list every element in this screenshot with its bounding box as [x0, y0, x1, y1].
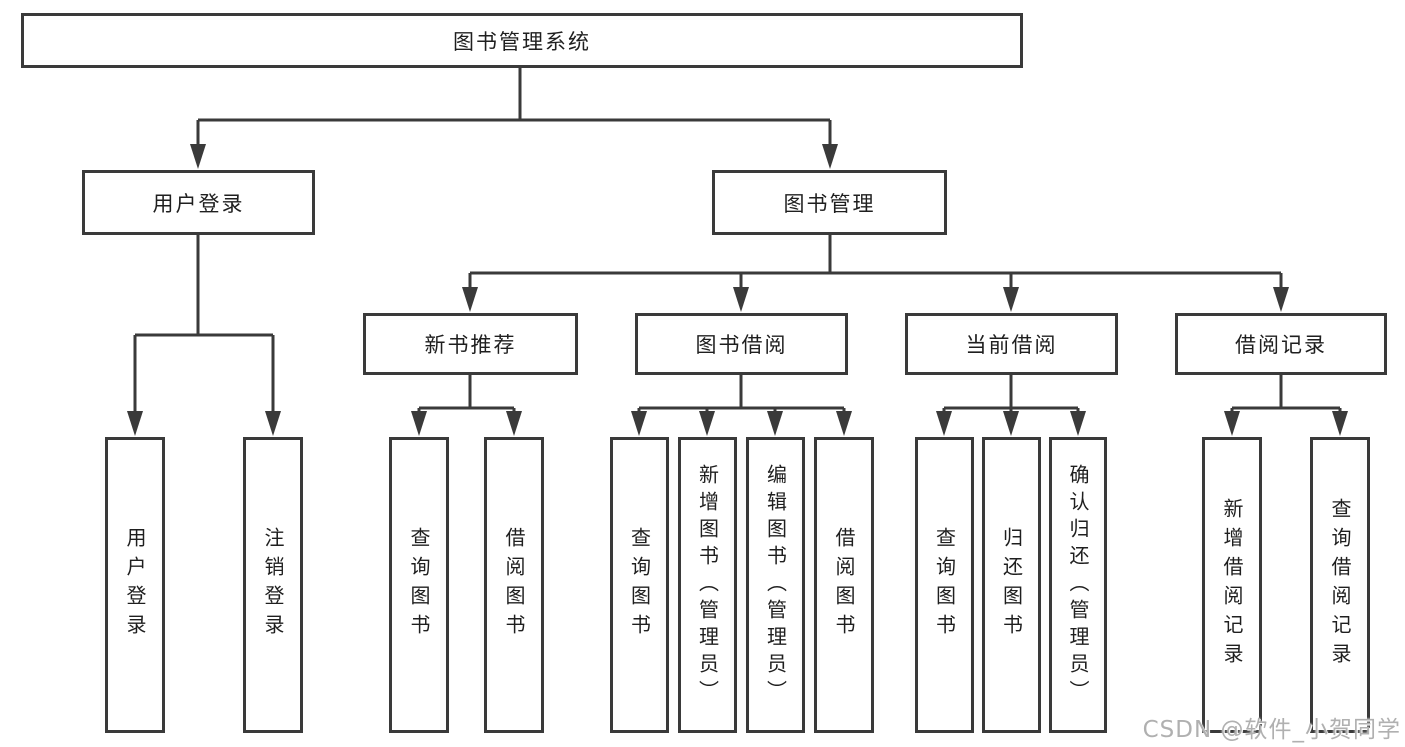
node-new-book-recommendation-label: 新书推荐 — [424, 333, 517, 357]
leaf-borrow-books-recommend-label: 借阅图书 — [502, 527, 526, 643]
node-user-login-label: 用户登录 — [152, 191, 245, 216]
leaf-user-login-label: 用户登录 — [123, 527, 147, 643]
node-book-borrowing: 图书借阅 — [635, 313, 848, 375]
node-book-management: 图书管理 — [712, 170, 947, 235]
leaf-borrow-books-borrow: 借阅图书 — [814, 437, 874, 733]
node-root-label: 图书管理系统 — [453, 29, 591, 54]
node-current-borrowing-label: 当前借阅 — [965, 333, 1058, 357]
leaf-edit-book-admin-label: 编辑图书（管理员） — [763, 463, 788, 707]
leaf-add-borrow-record: 新增借阅记录 — [1202, 437, 1262, 733]
leaf-query-books-current: 查询图书 — [915, 437, 974, 733]
leaf-return-books-label: 归还图书 — [999, 527, 1024, 643]
node-user-login: 用户登录 — [82, 170, 315, 235]
node-borrowing-records-label: 借阅记录 — [1235, 333, 1327, 357]
csdn-watermark: CSDN @软件_小贺同学 — [1142, 717, 1401, 743]
leaf-query-books-current-label: 查询图书 — [932, 527, 957, 643]
leaf-borrow-books-borrow-label: 借阅图书 — [832, 527, 856, 643]
leaf-query-borrow-record-label: 查询借阅记录 — [1328, 498, 1352, 672]
leaf-query-books-borrow: 查询图书 — [610, 437, 669, 733]
node-current-borrowing: 当前借阅 — [905, 313, 1118, 375]
leaf-return-books: 归还图书 — [982, 437, 1041, 733]
leaf-borrow-books-recommend: 借阅图书 — [484, 437, 544, 733]
leaf-query-books-recommend-label: 查询图书 — [407, 527, 431, 643]
leaf-edit-book-admin: 编辑图书（管理员） — [746, 437, 805, 733]
leaf-query-books-recommend: 查询图书 — [389, 437, 449, 733]
node-book-management-label: 图书管理 — [783, 191, 876, 216]
node-root: 图书管理系统 — [21, 13, 1023, 68]
leaf-logout: 注销登录 — [243, 437, 303, 733]
leaf-add-borrow-record-label: 新增借阅记录 — [1220, 498, 1244, 672]
node-new-book-recommendation: 新书推荐 — [363, 313, 578, 375]
node-borrowing-records: 借阅记录 — [1175, 313, 1387, 375]
leaf-confirm-return-admin-label: 确认归还（管理员） — [1066, 463, 1090, 707]
leaf-user-login: 用户登录 — [105, 437, 165, 733]
leaf-add-book-admin: 新增图书（管理员） — [678, 437, 737, 733]
node-book-borrowing-label: 图书借阅 — [695, 333, 788, 357]
leaf-query-books-borrow-label: 查询图书 — [627, 527, 652, 643]
leaf-confirm-return-admin: 确认归还（管理员） — [1049, 437, 1107, 733]
leaf-add-book-admin-label: 新增图书（管理员） — [695, 463, 720, 707]
leaf-query-borrow-record: 查询借阅记录 — [1310, 437, 1370, 733]
leaf-logout-label: 注销登录 — [261, 527, 285, 643]
